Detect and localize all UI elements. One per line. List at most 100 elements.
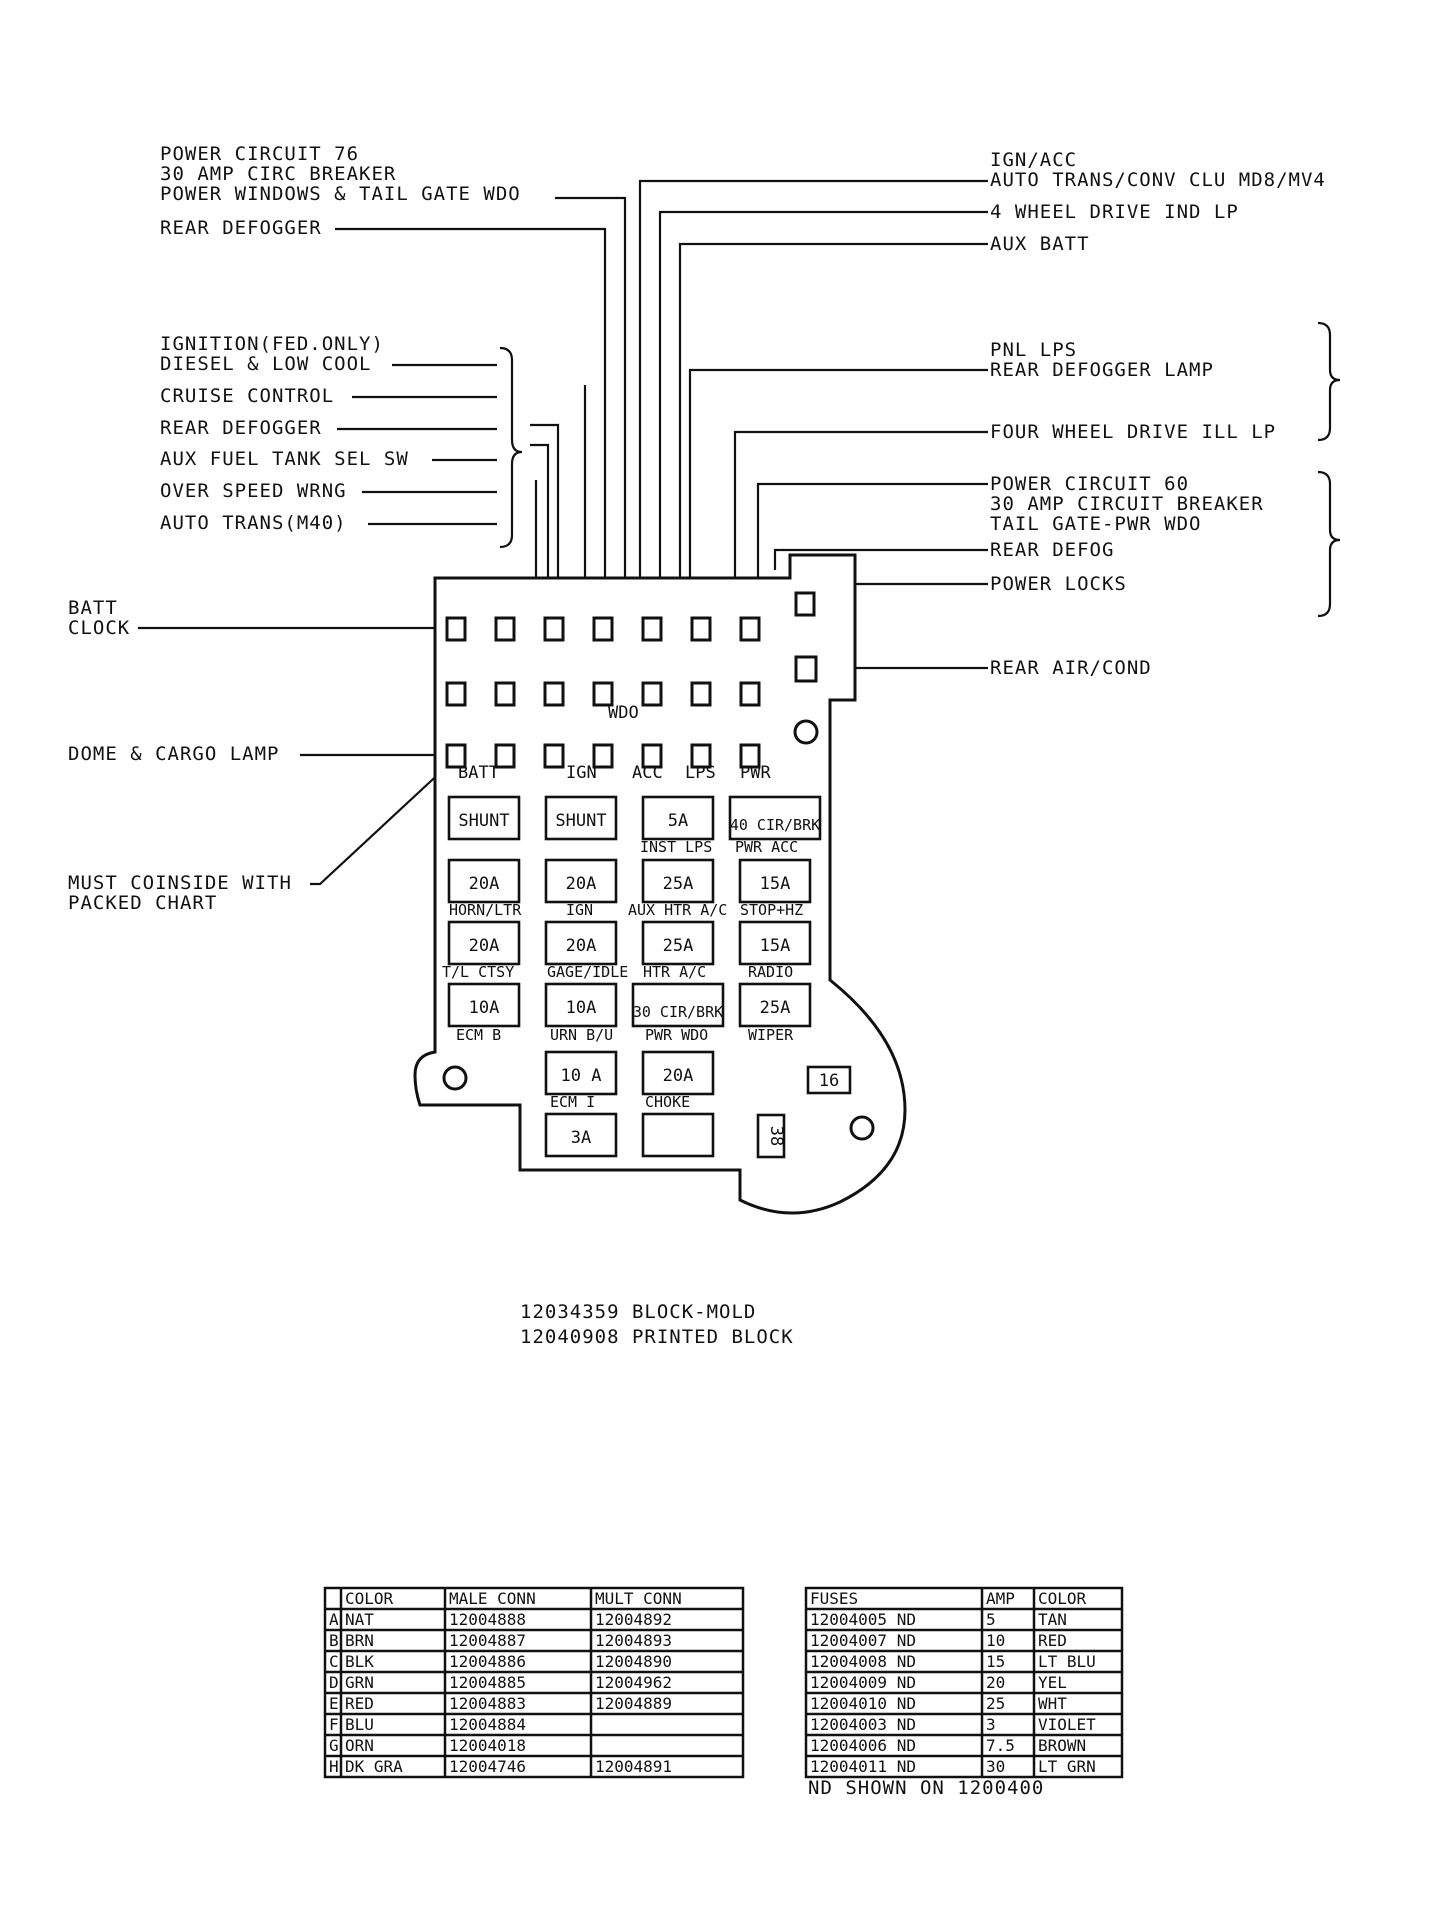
fuse-17[interactable] <box>544 1050 618 1096</box>
svg-text:MUST COINSIDE WITH: MUST COINSIDE WITH <box>68 872 292 894</box>
fuse-cell-5-2: WHT <box>1038 1694 1067 1713</box>
svg-text:PWR WDO: PWR WDO <box>645 1026 708 1044</box>
conn-cell-4-1: GRN <box>345 1673 374 1692</box>
svg-text:POWER WINDOWS & TAIL GATE WDO: POWER WINDOWS & TAIL GATE WDO <box>160 183 521 205</box>
label-dome-cargo: DOME & CARGO LAMP <box>68 743 279 765</box>
conn-cell-1-2: 12004888 <box>449 1610 526 1629</box>
fuse-cell-5-0: 12004010 ND <box>810 1694 916 1713</box>
fuse-cell-1-1: 5 <box>986 1610 996 1629</box>
conn-cell-4-2: 12004885 <box>449 1673 526 1692</box>
svg-text:AUTO TRANS/CONV CLU MD8/MV4: AUTO TRANS/CONV CLU MD8/MV4 <box>990 169 1326 191</box>
conn-header-1: COLOR <box>345 1589 394 1608</box>
svg-text:25A: 25A <box>663 874 694 894</box>
conn-header-3: MULT CONN <box>595 1589 682 1608</box>
fuse-grid: SHUNT SHUNT 5A 40 CIR/BRK INST LPS PWR A… <box>442 795 822 1158</box>
conn-cell-5-0: E <box>329 1694 339 1713</box>
fuse-7[interactable] <box>641 858 715 904</box>
fuse-cell-5-1: 25 <box>986 1694 1005 1713</box>
fuse-14[interactable] <box>544 982 618 1028</box>
block-row-labels: BATT IGN ACC LPS PWR <box>458 763 771 783</box>
label-power-circuit-76: POWER CIRCUIT 76 30 AMP CIRC BREAKER POW… <box>160 143 521 205</box>
svg-text:LPS: LPS <box>685 763 716 783</box>
conn-cell-2-1: BRN <box>345 1631 374 1650</box>
fuse-15[interactable] <box>631 982 725 1028</box>
fuse-cell-6-0: 12004003 ND <box>810 1715 916 1734</box>
fuse-3[interactable] <box>641 795 715 841</box>
svg-text:10A: 10A <box>566 998 597 1018</box>
fuse-table-note: ND SHOWN ON 1200400 <box>808 1777 1044 1799</box>
svg-text:12040908 PRINTED BLOCK: 12040908 PRINTED BLOCK <box>520 1326 794 1348</box>
svg-text:DIESEL & LOW COOL: DIESEL & LOW COOL <box>160 353 371 375</box>
svg-text:ECM I: ECM I <box>550 1093 595 1111</box>
conn-cell-8-2: 12004746 <box>449 1757 526 1776</box>
fuse-cell-2-1: 10 <box>986 1631 1005 1650</box>
right-bracket-top <box>1317 321 1341 442</box>
label-rear-defogger: REAR DEFOGGER <box>160 417 322 439</box>
fuse-cell-1-2: TAN <box>1038 1610 1067 1629</box>
conn-cell-3-1: BLK <box>345 1652 374 1671</box>
fuse-cell-8-1: 30 <box>986 1757 1005 1776</box>
conn-cell-3-3: 12004890 <box>595 1652 672 1671</box>
conn-cell-7-1: ORN <box>345 1736 374 1755</box>
svg-text:20A: 20A <box>566 874 597 894</box>
conn-cell-4-3: 12004962 <box>595 1673 672 1692</box>
fuse-6[interactable] <box>544 858 618 904</box>
svg-text:10A: 10A <box>469 998 500 1018</box>
fuse-cell-8-0: 12004011 ND <box>810 1757 916 1776</box>
svg-text:GAGE/IDLE: GAGE/IDLE <box>547 963 628 981</box>
conn-cell-4-0: D <box>329 1673 339 1692</box>
svg-text:10 A: 10 A <box>561 1066 602 1086</box>
svg-text:30 AMP CIRCUIT BREAKER: 30 AMP CIRCUIT BREAKER <box>990 493 1264 515</box>
conn-cell-5-1: RED <box>345 1694 374 1713</box>
svg-text:PACKED CHART: PACKED CHART <box>68 892 217 914</box>
conn-cell-8-1: DK GRA <box>345 1757 403 1776</box>
fuse-1[interactable] <box>447 795 521 841</box>
label-aux-fuel-tank: AUX FUEL TANK SEL SW <box>160 448 409 470</box>
label-batt-clock: BATT CLOCK <box>68 597 129 639</box>
conn-cell-1-0: A <box>329 1610 339 1629</box>
fuse-4[interactable] <box>728 795 822 841</box>
fuse-13[interactable] <box>447 982 521 1028</box>
mount-hole-bottom <box>849 1115 875 1141</box>
fuse-cell-3-0: 12004008 ND <box>810 1652 916 1671</box>
fuse-8[interactable] <box>738 858 812 904</box>
fuse-11[interactable] <box>641 920 715 966</box>
fuse-cell-6-1: 3 <box>986 1715 996 1734</box>
conn-cell-3-2: 12004886 <box>449 1652 526 1671</box>
conn-cell-2-2: 12004887 <box>449 1631 526 1650</box>
label-rear-air-cond: REAR AIR/COND <box>990 657 1152 679</box>
conn-cell-1-3: 12004892 <box>595 1610 672 1629</box>
svg-text:IGN: IGN <box>566 763 597 783</box>
svg-text:15A: 15A <box>760 936 791 956</box>
label-auto-trans: AUTO TRANS(M40) <box>160 512 347 534</box>
fuse-5[interactable] <box>447 858 521 904</box>
label-power-circuit-60: POWER CIRCUIT 60 30 AMP CIRCUIT BREAKER … <box>990 473 1264 535</box>
conn-cell-7-2: 12004018 <box>449 1736 526 1755</box>
label-4wd-ill: FOUR WHEEL DRIVE ILL LP <box>990 421 1276 443</box>
svg-text:POWER CIRCUIT 76: POWER CIRCUIT 76 <box>160 143 359 165</box>
fuse-2[interactable] <box>544 795 618 841</box>
fuse-12[interactable] <box>738 920 812 966</box>
fuse-18[interactable] <box>641 1050 715 1096</box>
svg-text:IGNITION(FED.ONLY): IGNITION(FED.ONLY) <box>160 333 384 355</box>
label-rear-defog: REAR DEFOG <box>990 539 1114 561</box>
svg-text:5A: 5A <box>668 811 688 831</box>
fuse-10[interactable] <box>544 920 618 966</box>
fuse-16[interactable] <box>738 982 812 1028</box>
label-pnl-lps: PNL LPS REAR DEFOGGER LAMP <box>990 339 1213 381</box>
svg-text:PWR ACC: PWR ACC <box>735 838 798 856</box>
conn-cell-8-3: 12004891 <box>595 1757 672 1776</box>
fuse-cell-4-2: YEL <box>1038 1673 1067 1692</box>
svg-text:30 AMP CIRC BREAKER: 30 AMP CIRC BREAKER <box>160 163 396 185</box>
label-wdo: WDO <box>608 703 639 723</box>
label-ign-acc: IGN/ACC AUTO TRANS/CONV CLU MD8/MV4 <box>990 149 1326 191</box>
fuse-cell-6-2: VIOLET <box>1038 1715 1096 1734</box>
relay-38-label: 38 <box>766 1126 786 1146</box>
fuse-9[interactable] <box>447 920 521 966</box>
label-rear-defogger-top: REAR DEFOGGER <box>160 217 322 239</box>
fuse-19[interactable] <box>544 1112 618 1158</box>
conn-cell-3-0: C <box>329 1652 339 1671</box>
fuse-20[interactable] <box>641 1112 715 1158</box>
mount-hole-left <box>442 1065 468 1091</box>
